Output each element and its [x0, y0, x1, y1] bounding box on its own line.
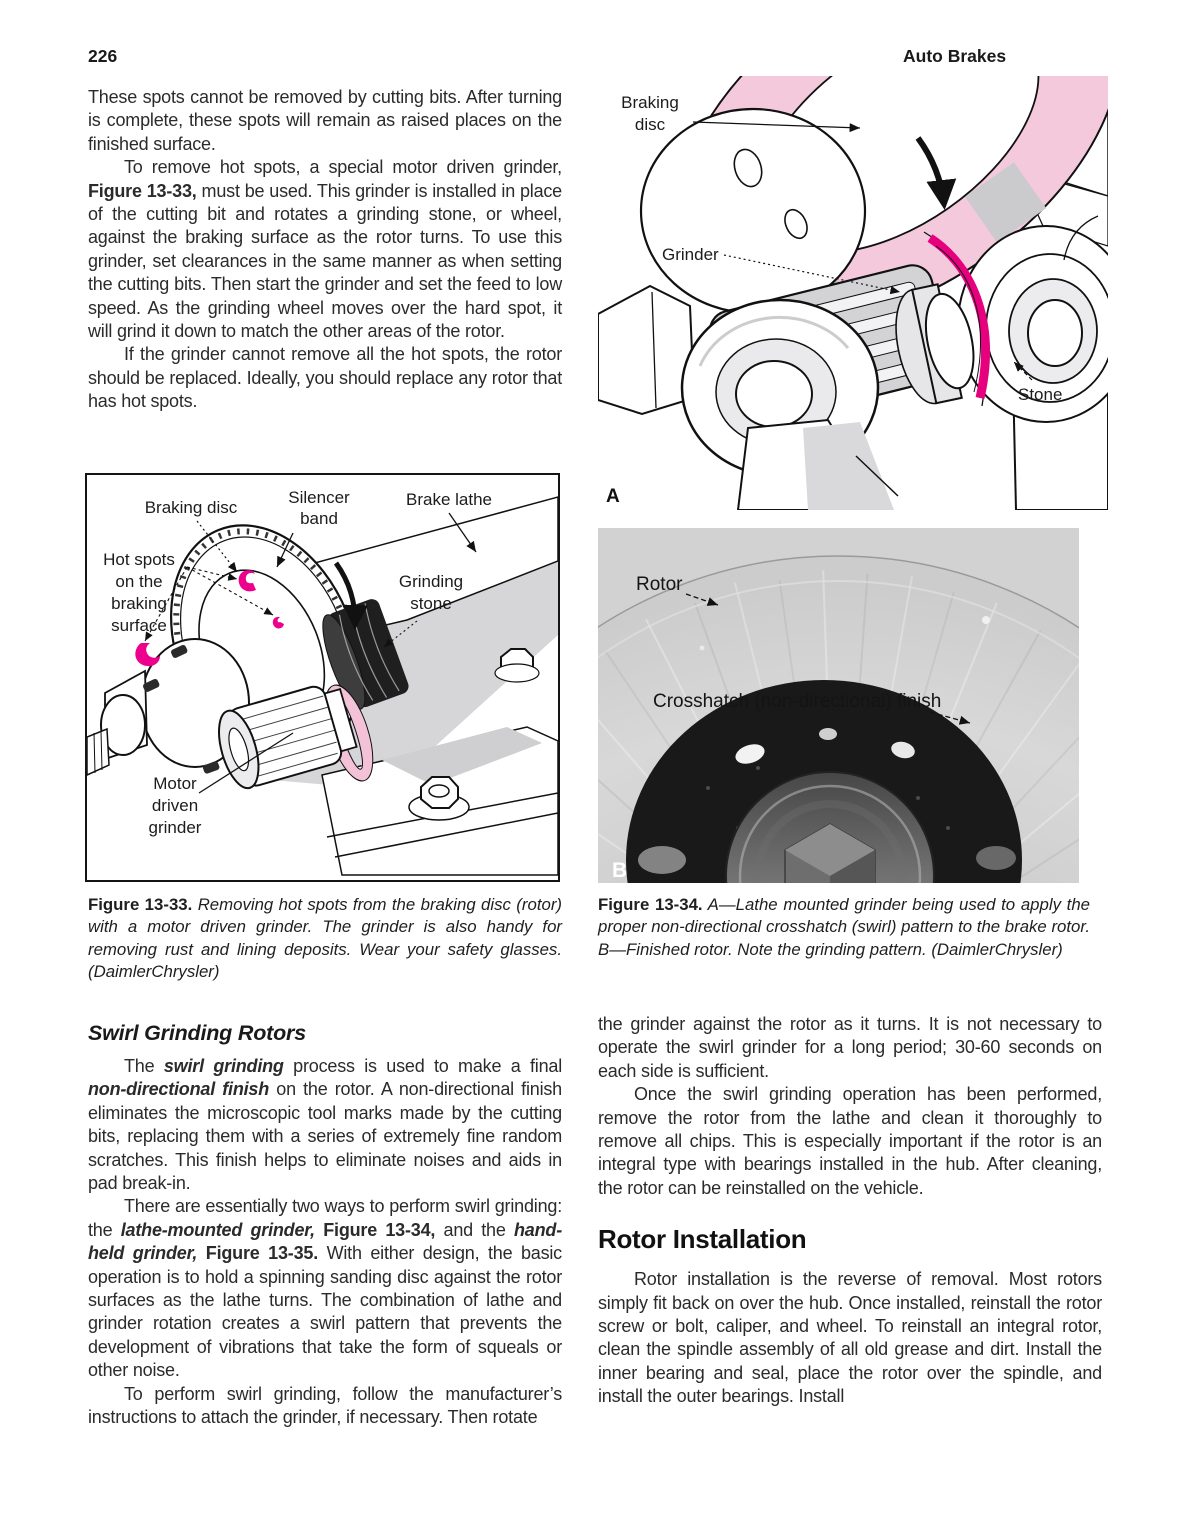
paragraph: Once the swirl grinding operation has be…: [598, 1084, 1102, 1198]
hot-spots-marks: [135, 570, 284, 667]
label-silencer-band-line2: band: [300, 509, 338, 528]
label-crosshatch-finish: Crosshatch (non-directional) finish: [653, 691, 941, 712]
figure-13-33-caption: Figure 13-33. Removing hot spots from th…: [88, 895, 562, 981]
label-hot-spots-line1: Hot spots: [103, 550, 175, 569]
panel-b-photo: Rotor Crosshatch (non-directional) finis…: [598, 528, 1079, 883]
label-grinder: Grinder: [662, 245, 719, 264]
surface-dot: [982, 616, 990, 624]
wheel-studs: [143, 644, 220, 774]
label-hot-spots-line4: surface: [111, 616, 167, 635]
paragraph: the grinder against the rotor as it turn…: [598, 1014, 1102, 1081]
figure-13-34-panel-b: Rotor Crosshatch (non-directional) finis…: [598, 528, 1079, 883]
label-motor-grinder-line2: driven: [152, 796, 198, 815]
panel-letter-b: B: [612, 859, 627, 882]
leader-arrows: [144, 512, 477, 794]
paragraph: Rotor installation is the reverse of rem…: [598, 1269, 1102, 1407]
section-heading-rotor-installation: Rotor Installation: [598, 1224, 807, 1255]
right-column-text: the grinder against the rotor as it turn…: [598, 1013, 1102, 1409]
surface-dot-small: [699, 645, 705, 651]
label-hot-spots-line2: on the: [115, 572, 162, 591]
paragraph: The swirl grinding process is used to ma…: [88, 1056, 563, 1194]
label-braking-disc: Braking disc: [145, 498, 238, 517]
figure-13-34-caption: Figure 13-34. A—Lathe mounted grinder be…: [598, 895, 1091, 959]
rotor-rim-arc: [598, 580, 1079, 660]
label-grinding-stone-line1: Grinding: [399, 572, 463, 591]
left-column-text-bottom: Swirl Grinding Rotors The swirl grinding…: [88, 1021, 562, 1430]
left-support-arm: [598, 284, 696, 416]
panel-a-labels: Braking disc Grinder Stone A: [606, 93, 1062, 507]
label-motor-grinder-line3: grinder: [149, 818, 202, 837]
figure-13-33-drawing: Braking disc Silencer band Brake lathe H…: [87, 488, 558, 876]
bottom-bracket: [736, 418, 899, 510]
figure-13-33: Braking disc Silencer band Brake lathe H…: [85, 473, 560, 882]
paragraph: To remove hot spots, a special motor dri…: [88, 157, 562, 342]
section-heading-swirl-grinding: Swirl Grinding Rotors: [88, 1021, 306, 1045]
paragraph: To perform swirl grinding, follow the ma…: [88, 1383, 562, 1428]
label-brake-lathe: Brake lathe: [406, 490, 492, 509]
arbor-hub-drawing: [639, 107, 867, 315]
paragraph: These spots cannot be removed by cutting…: [88, 87, 562, 154]
page-number: 226: [88, 46, 118, 66]
label-braking-disc-line2: disc: [635, 115, 666, 134]
paragraph: If the grinder cannot remove all the hot…: [88, 344, 562, 412]
panel-a-drawing: Braking disc Grinder Stone A: [598, 76, 1108, 510]
left-column-text-top: These spots cannot be removed by cutting…: [88, 86, 562, 414]
rotation-arrow: [915, 136, 957, 210]
spindle-rings: [957, 215, 1108, 510]
label-stone: Stone: [1018, 385, 1062, 404]
grinding-stone-edge: [923, 231, 990, 407]
running-head-title: Auto Brakes: [903, 46, 1007, 66]
disc-rotation-arrow: [333, 561, 369, 630]
panel-letter-a: A: [606, 486, 620, 507]
label-grinding-stone-line2: stone: [410, 594, 452, 613]
panel-b-leaders: [685, 593, 971, 725]
paragraph: There are essentially two ways to perfor…: [88, 1196, 562, 1381]
panel-b-labels: Rotor Crosshatch (non-directional) finis…: [612, 574, 941, 882]
hub-center-cap: [725, 771, 935, 883]
panel-a-leaders: [692, 121, 1033, 381]
figure-13-34-panel-a: Braking disc Grinder Stone A: [598, 76, 1108, 510]
label-motor-grinder-line1: Motor: [153, 774, 197, 793]
label-rotor: Rotor: [636, 574, 683, 595]
bolt-hardware: [408, 648, 540, 821]
grinder-collar: [895, 283, 975, 405]
label-hot-spots-line3: braking: [111, 594, 167, 613]
motor-driven-grinder-drawing: [218, 685, 358, 790]
label-braking-disc-line1: Braking: [621, 93, 679, 112]
figure-13-33-labels: Braking disc Silencer band Brake lathe H…: [103, 488, 492, 837]
label-silencer-band-line1: Silencer: [288, 488, 350, 507]
